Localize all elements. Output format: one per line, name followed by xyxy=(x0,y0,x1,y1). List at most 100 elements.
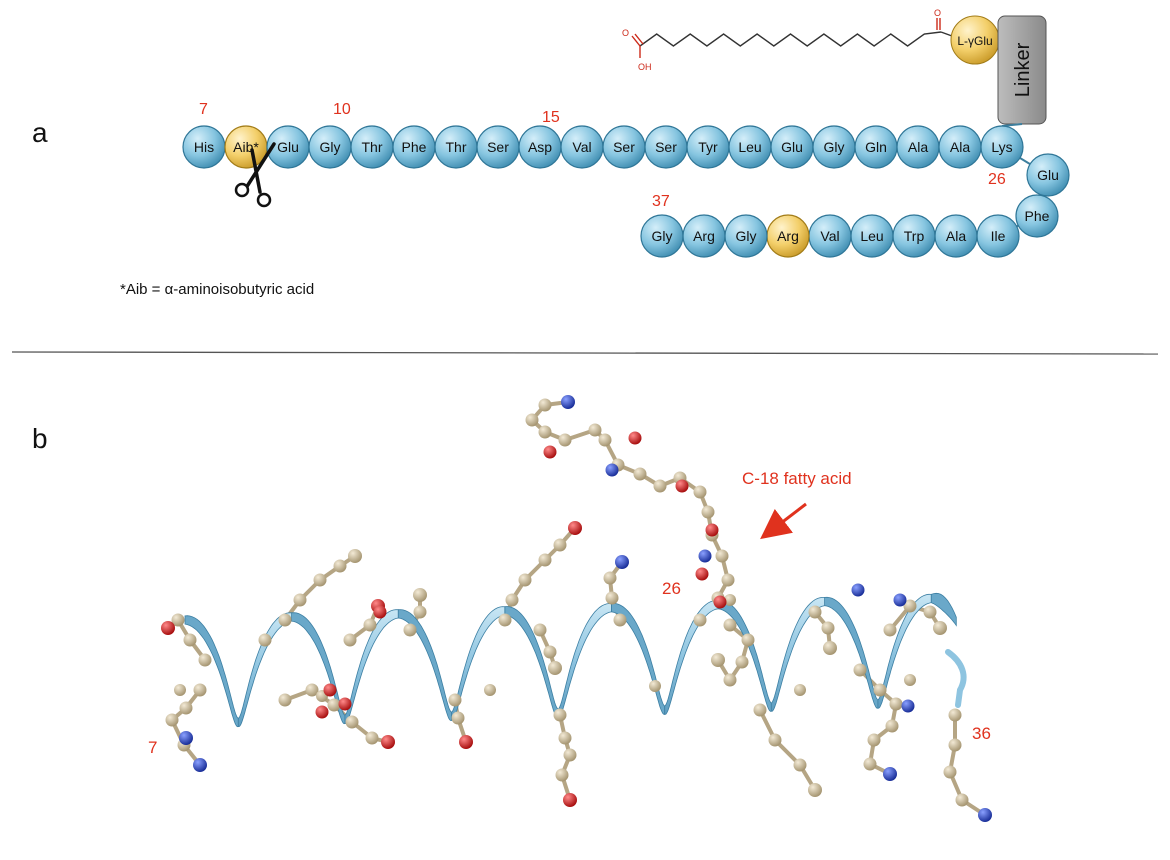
carbon-atom xyxy=(448,693,462,707)
residue-label: Val xyxy=(572,139,591,155)
alpha-helix-ribbon xyxy=(184,592,967,728)
carbon-atom xyxy=(525,413,539,427)
oxygen-atom xyxy=(381,735,395,749)
carbon-atom xyxy=(903,599,917,613)
residue-glu: Glu xyxy=(266,125,310,169)
helix-position-7: 7 xyxy=(148,738,157,757)
nitrogen-atom xyxy=(615,555,629,569)
residue-label: Gly xyxy=(652,228,673,244)
carbon-atom xyxy=(821,621,835,635)
carbon-atom xyxy=(198,653,212,667)
residue-label: Tyr xyxy=(698,139,718,155)
carbon-atom xyxy=(808,783,822,797)
linker-label: Linker xyxy=(1012,42,1034,97)
residue-label: Gly xyxy=(736,228,757,244)
carbon-atom xyxy=(345,715,359,729)
carbon-atom xyxy=(538,425,552,439)
position-numbers: 7 10 15 26 37 xyxy=(199,101,1006,210)
residue-glu: Glu xyxy=(1026,153,1070,197)
residue-label: Thr xyxy=(362,139,383,155)
helix-back-segment xyxy=(504,606,559,718)
oxygen-atom xyxy=(338,697,352,711)
carbon-atom xyxy=(543,645,557,659)
carbon-atom xyxy=(598,433,612,447)
residue-label: Ser xyxy=(655,139,677,155)
residue-phe: Phe xyxy=(392,125,436,169)
carbon-atom xyxy=(548,661,562,675)
oxygen-atom xyxy=(705,523,719,537)
carbon-atom xyxy=(553,708,567,722)
nitrogen-atom xyxy=(605,463,619,477)
carbon-atom xyxy=(413,588,427,602)
carbon-atom xyxy=(853,663,867,677)
carbon-atom xyxy=(558,731,572,745)
residue-label: Aib* xyxy=(233,139,259,155)
fatty-acid-annotation: C-18 fatty acid xyxy=(742,469,852,488)
carbon-atom xyxy=(948,708,962,722)
oxygen-atom xyxy=(675,479,689,493)
carbon-atom xyxy=(555,768,569,782)
carbon-atom xyxy=(863,757,877,771)
carbon-atom xyxy=(305,683,319,697)
scissors-icon xyxy=(234,142,276,208)
carbon-atom xyxy=(613,613,627,627)
gamma-glu-node: L-γGlu xyxy=(950,15,1000,65)
carbon-atom xyxy=(193,683,207,697)
residue-thr: Thr xyxy=(350,125,394,169)
helix-front-segment xyxy=(770,597,825,712)
residue-label: Ser xyxy=(613,139,635,155)
carbon-atom xyxy=(693,613,707,627)
carbon-atom xyxy=(278,693,292,707)
carbon-atom xyxy=(258,633,272,647)
residue-label: Val xyxy=(820,228,839,244)
carbon-atom xyxy=(603,571,617,585)
carbon-atom xyxy=(794,684,806,696)
carbon-atom xyxy=(165,713,179,727)
residue-arg: Arg xyxy=(682,214,726,258)
carbon-atom xyxy=(711,653,725,667)
oxygen-atom xyxy=(161,621,175,635)
carbon-atom xyxy=(715,549,729,563)
carbon-atom xyxy=(649,680,661,692)
residue-label: Phe xyxy=(402,139,427,155)
residue-ile: Ile xyxy=(976,214,1020,258)
carbon-atom xyxy=(889,697,903,711)
carbon-atom xyxy=(723,618,737,632)
carbon-atom xyxy=(363,618,377,632)
linker-box: Linker xyxy=(997,15,1047,125)
oxygen-atom xyxy=(695,567,709,581)
carbon-atom xyxy=(793,758,807,772)
panel-a-label: a xyxy=(32,117,48,148)
position-number-15: 15 xyxy=(542,109,560,126)
carbon-atom xyxy=(484,684,496,696)
panel-divider xyxy=(11,351,1159,355)
carbon-atom xyxy=(365,731,379,745)
carbon-atom xyxy=(558,433,572,447)
residue-label: His xyxy=(194,139,214,155)
residue-ser: Ser xyxy=(476,125,520,169)
nitrogen-atom xyxy=(883,767,897,781)
helix-front-segment xyxy=(877,593,932,709)
carbon-atom xyxy=(538,553,552,567)
residue-label: Leu xyxy=(860,228,883,244)
carbon-atom xyxy=(333,559,347,573)
residue-arg: Arg xyxy=(766,214,810,258)
residue-label: Thr xyxy=(446,139,467,155)
residue-circle xyxy=(1026,153,1070,197)
carbon-atom xyxy=(955,793,969,807)
carbon-atom xyxy=(505,593,519,607)
carbon-atom xyxy=(867,733,881,747)
helix-front-segment xyxy=(557,603,612,718)
residue-ser: Ser xyxy=(602,125,646,169)
residue-label: Arg xyxy=(693,228,715,244)
carbon-atom xyxy=(633,467,647,481)
fatty-acid-arrow xyxy=(760,502,807,540)
residue-label: Gly xyxy=(320,139,341,155)
carbon-atom xyxy=(179,701,193,715)
residue-label: Glu xyxy=(1037,167,1059,183)
carbon-atom xyxy=(588,423,602,437)
residue-gly: Gly xyxy=(308,125,352,169)
carbon-atom xyxy=(701,505,715,519)
